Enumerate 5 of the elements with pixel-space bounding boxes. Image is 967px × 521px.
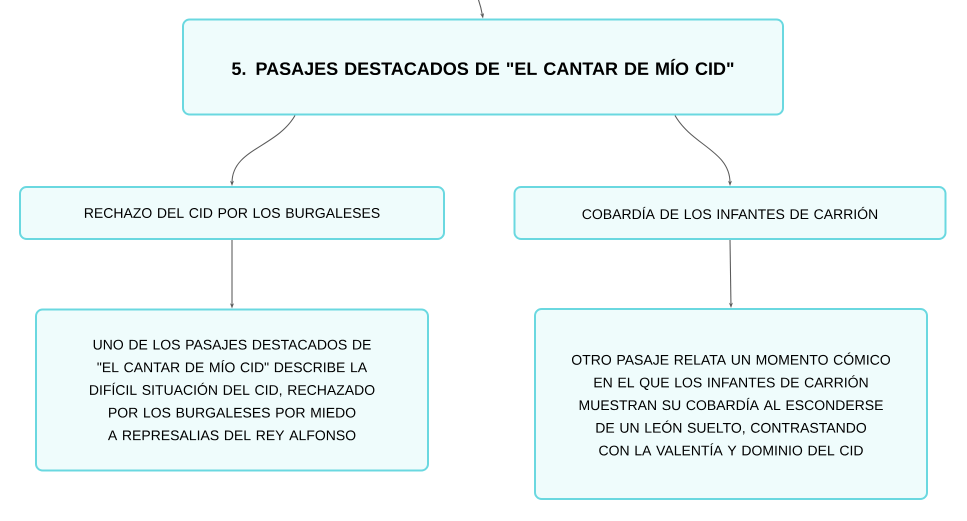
topic-box: RECHAZO DEL CID POR LOS BURGALESES (19, 186, 445, 240)
topic-box: OTRO PASAJE RELATA UN MOMENTO CÓMICO EN EL QUE LOS INFANTES DE CARRIÓN MUESTRAN SU COBARDÍA AL ESCONDERSE DE UN LEÓN SUELTO, CONTRASTANDO CON LA VALENTÍA Y DOMINIO DEL CID (534, 308, 928, 500)
topic-box: UNO DE LOS PASAJES DESTACADOS DE "EL CANTAR DE MÍO CID" DESCRIBE LA DIFÍCIL SITUACIÓN DEL CID, RECHAZADO POR LOS BURGALESES POR MIEDO A REPRESALIAS DEL REY ALFONSO (35, 308, 429, 472)
topic-box: 5. PASAJES DESTACADOS DE "EL CANTAR DE MÍO CID" (182, 18, 784, 116)
topic-box: COBARDÍA DE LOS INFANTES DE CARRIÓN (514, 186, 946, 240)
